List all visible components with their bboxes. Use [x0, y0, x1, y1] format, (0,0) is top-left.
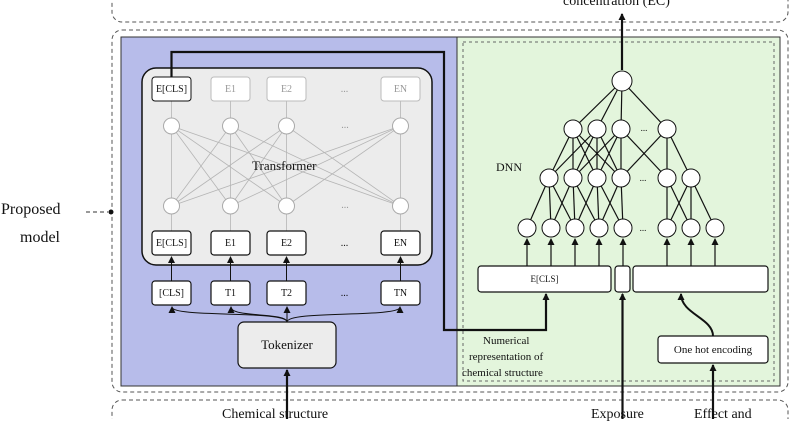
top-token-box-en: [380, 76, 421, 102]
numerical-line2: representation of: [469, 351, 544, 363]
bottom-token-box-e2: [266, 230, 307, 256]
dnn-layer2-dots: ...: [639, 173, 647, 183]
input-token-t1: T1: [224, 287, 237, 299]
one-hot-to-effect: [677, 293, 714, 337]
bottom-token-dots: ...: [340, 237, 349, 249]
dnn-input-exposure-box: [614, 265, 631, 293]
effect-label: Effect and: [694, 407, 752, 422]
input-token-tn: TN: [393, 287, 408, 299]
dnn-node: [681, 168, 701, 188]
tokenizer-to-tn: [286, 306, 404, 323]
tokenizer-to-cls: [168, 306, 288, 323]
transformer-bottom-layer-dots: ...: [341, 199, 349, 211]
dnn-node: [705, 218, 725, 238]
dnn-node: [611, 168, 631, 188]
dnn-edge: [548, 128, 598, 179]
dnn-layer1-dots: ...: [640, 123, 648, 133]
dnn-output-node: [611, 70, 633, 92]
dnn-node: [539, 168, 559, 188]
tokenizer-to-t1: [227, 306, 288, 323]
bottom-token-e1: E1: [224, 237, 237, 249]
target-label: concentration (EC): [563, 0, 670, 9]
dnn-node: [587, 168, 607, 188]
exposure-label: Exposure: [591, 407, 644, 422]
dnn-input-cls-label: E[CLS]: [530, 274, 559, 284]
transformer-node: [278, 117, 295, 135]
input-token-dots: ...: [340, 287, 349, 299]
transformer-node: [163, 117, 180, 135]
proposed-label-line1: Proposed: [1, 201, 61, 218]
transformer-edge: [286, 125, 401, 207]
dnn-panel: [456, 36, 781, 387]
proposed-label-line2: model: [20, 229, 60, 246]
transformer-edge: [171, 125, 231, 207]
bottom-token-box-e1: [210, 230, 251, 256]
top-token-e1: E1: [224, 83, 237, 95]
dnn-node: [657, 168, 677, 188]
dnn-node: [613, 218, 633, 238]
transformer-node: [392, 117, 409, 135]
transformer-edge: [230, 125, 401, 207]
transformer-node: [278, 197, 295, 215]
dnn-node: [517, 218, 537, 238]
input-frame: [111, 399, 789, 419]
dnn-network: [517, 70, 725, 266]
transformer-network: [163, 101, 409, 231]
dnn-title: DNN: [496, 160, 522, 174]
top-token-box-e2: [266, 76, 307, 102]
chemical-structure-label: Chemical structure: [222, 407, 329, 422]
transformer-node: [392, 197, 409, 215]
dnn-edge: [621, 80, 668, 130]
numerical-line1: Numerical: [483, 335, 530, 347]
dnn-edge: [620, 128, 668, 179]
cls-route-line: [170, 50, 550, 332]
dnn-edge: [572, 128, 622, 179]
dnn-input-effect-box: [632, 265, 769, 293]
bottom-token-box-en: [380, 230, 421, 256]
dnn-node: [565, 218, 585, 238]
dnn-node: [587, 119, 607, 139]
dnn-node: [681, 218, 701, 238]
top-token-dots: ...: [340, 83, 349, 95]
top-token-cls: E[CLS]: [155, 83, 188, 95]
dnn-node: [563, 119, 583, 139]
input-token-cls: [CLS]: [159, 287, 184, 299]
bottom-token-cls: E[CLS]: [155, 237, 188, 249]
transformer-edge: [171, 125, 287, 207]
proposed-connector-dot: [108, 209, 114, 215]
transformer-top-layer-dots: ...: [341, 119, 349, 131]
transformer-node: [222, 117, 239, 135]
numerical-line3: chemical structure: [462, 367, 543, 379]
top-token-en: EN: [393, 83, 408, 95]
dnn-node: [611, 119, 631, 139]
dnn-node: [541, 218, 561, 238]
bottom-token-en: EN: [393, 237, 408, 249]
dnn-node: [589, 218, 609, 238]
bottom-token-box-cls: [151, 230, 192, 256]
transformer-node: [163, 197, 180, 215]
transformer-node: [222, 197, 239, 215]
transformer-title: Transformer: [252, 158, 317, 173]
dnn-panel-inner-border: [462, 41, 775, 382]
transformer-edge: [171, 125, 401, 207]
dnn-node: [563, 168, 583, 188]
one-hot-label: One hot encoding: [673, 343, 753, 356]
dnn-input-cls-box: [477, 265, 612, 293]
dnn-node: [657, 119, 677, 139]
output-frame: [111, 0, 789, 23]
dnn-layer3-dots: ...: [639, 223, 647, 233]
dnn-node: [657, 218, 677, 238]
dnn-edge: [572, 80, 623, 130]
top-token-box-e1: [210, 76, 251, 102]
top-token-e2: E2: [280, 83, 293, 95]
transformer-edge: [230, 125, 287, 207]
input-token-t2: T2: [280, 287, 293, 299]
tokenizer-label: Tokenizer: [261, 337, 313, 352]
bottom-token-e2: E2: [280, 237, 293, 249]
